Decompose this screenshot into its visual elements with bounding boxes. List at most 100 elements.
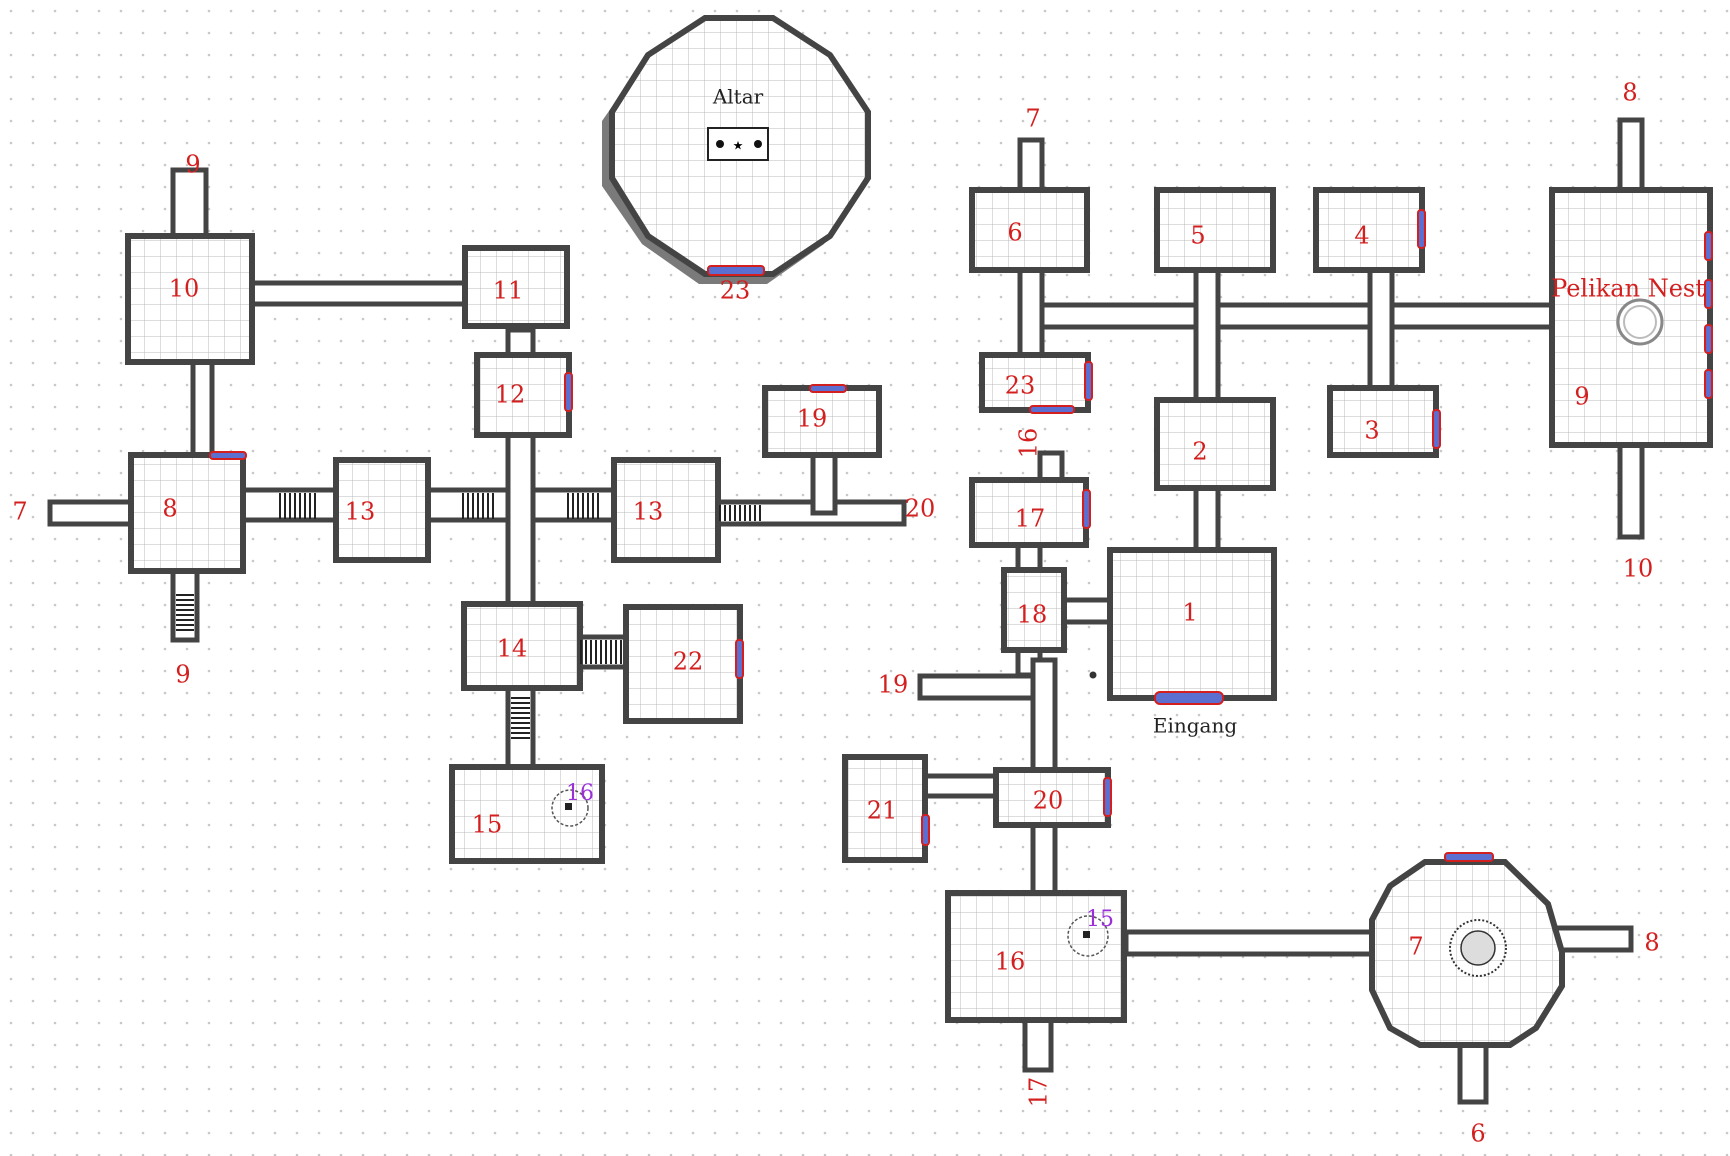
door xyxy=(1084,361,1093,401)
door xyxy=(735,639,744,679)
door xyxy=(1154,691,1224,705)
room-22-label: 22 xyxy=(673,648,704,676)
room-8-label: 8 xyxy=(162,495,177,523)
room-12-label: 12 xyxy=(495,381,526,409)
room-7-label: 7 xyxy=(1408,933,1423,961)
corridor xyxy=(1552,925,1634,953)
door xyxy=(1444,852,1494,862)
room-4-label: 4 xyxy=(1354,222,1369,250)
room-2-label: 2 xyxy=(1192,438,1207,466)
exit-20-label: 20 xyxy=(905,495,936,523)
portal-label: 16 xyxy=(566,781,594,806)
altar-door xyxy=(707,265,765,276)
exit-8-right-label: 8 xyxy=(1644,929,1659,957)
corridor xyxy=(810,450,838,516)
exit-7-label: 7 xyxy=(12,498,27,526)
room-13a xyxy=(333,457,431,563)
room-13a-label: 13 xyxy=(345,498,376,526)
door xyxy=(1417,209,1426,249)
room-8 xyxy=(128,452,246,574)
door xyxy=(921,814,930,846)
room-3 xyxy=(1327,385,1439,458)
corridor xyxy=(249,280,471,307)
door xyxy=(1704,231,1713,261)
exit-17-label: 17 xyxy=(1025,1077,1053,1108)
room-16-label: 16 xyxy=(995,948,1026,976)
entrance-label: Eingang xyxy=(1153,714,1237,738)
nest-label: Pelikan Nest xyxy=(1551,275,1705,303)
room-1-label: 1 xyxy=(1182,599,1197,627)
door xyxy=(564,372,573,412)
room-11-label: 11 xyxy=(493,277,524,305)
portal-icon xyxy=(1067,915,1109,957)
altar-chamber: Altar ★ 23 xyxy=(602,15,871,305)
corridor xyxy=(1367,265,1395,396)
door xyxy=(1432,409,1441,449)
room-1 xyxy=(1107,547,1277,701)
room-14-label: 14 xyxy=(497,635,528,663)
exit-10-label: 10 xyxy=(1623,555,1654,583)
room-17 xyxy=(969,477,1089,548)
altar-label: Altar xyxy=(712,85,764,109)
portal-center xyxy=(565,803,572,810)
door xyxy=(809,384,847,393)
exit-9-bottom-label: 9 xyxy=(175,661,190,689)
room-15-label: 15 xyxy=(472,811,503,839)
room-18-label: 18 xyxy=(1017,601,1048,629)
corridor xyxy=(190,359,215,459)
exit-7-label: 7 xyxy=(1025,105,1040,133)
room-13b xyxy=(611,457,721,563)
room-5 xyxy=(1154,187,1276,273)
right-dungeon: Pelikan Nest Eingang 15 6 5 4 9 23 2 3 1… xyxy=(842,79,1713,1148)
exit-8-top-label: 8 xyxy=(1622,79,1637,107)
room-18 xyxy=(1001,567,1067,653)
room-10-label: 10 xyxy=(169,275,200,303)
room-14 xyxy=(461,601,583,691)
corridor xyxy=(1617,442,1645,540)
altar-star-icon: ★ xyxy=(733,139,744,153)
door xyxy=(209,451,247,460)
room-21 xyxy=(842,754,928,863)
room-17-label: 17 xyxy=(1015,505,1046,533)
altar-exit-label: 23 xyxy=(720,277,751,305)
small-marker xyxy=(1089,671,1097,679)
door xyxy=(1082,489,1091,529)
exit-6-label: 6 xyxy=(1470,1120,1485,1148)
room-13b-label: 13 xyxy=(633,498,664,526)
room-20-label: 20 xyxy=(1033,787,1064,815)
left-dungeon: 16 10 11 12 8 13 13 19 14 22 15 9 7 9 20 xyxy=(12,151,936,864)
room-6 xyxy=(969,187,1090,273)
well-inner xyxy=(1460,930,1496,966)
corridor xyxy=(1617,117,1645,195)
door xyxy=(1704,279,1713,309)
room-12 xyxy=(474,352,572,438)
door xyxy=(1029,405,1075,414)
corridor xyxy=(1193,480,1221,558)
room-10 xyxy=(125,233,255,365)
corridor xyxy=(921,773,1007,799)
room-6-label: 6 xyxy=(1007,219,1022,247)
nest-inner xyxy=(1623,305,1657,339)
corridor xyxy=(1193,265,1221,408)
room-21-label: 21 xyxy=(867,797,898,825)
door xyxy=(1103,777,1112,817)
room-19-label: 19 xyxy=(797,405,828,433)
corridor xyxy=(1039,302,1565,330)
room-4 xyxy=(1313,187,1425,273)
door xyxy=(1704,369,1713,399)
exit-19-label: 19 xyxy=(878,671,909,699)
corridor xyxy=(505,432,536,608)
corridor xyxy=(1017,265,1045,363)
portal-center xyxy=(1083,931,1090,938)
portal-icon xyxy=(551,789,589,827)
corridor xyxy=(47,499,135,527)
door xyxy=(1704,324,1713,354)
room-23-label: 23 xyxy=(1005,372,1036,400)
stairs xyxy=(176,493,761,739)
altar-candle-left xyxy=(716,140,724,148)
room-5-label: 5 xyxy=(1190,222,1205,250)
altar-candle-right xyxy=(754,140,762,148)
room-15 xyxy=(449,764,605,864)
room-9-label: 9 xyxy=(1574,383,1589,411)
